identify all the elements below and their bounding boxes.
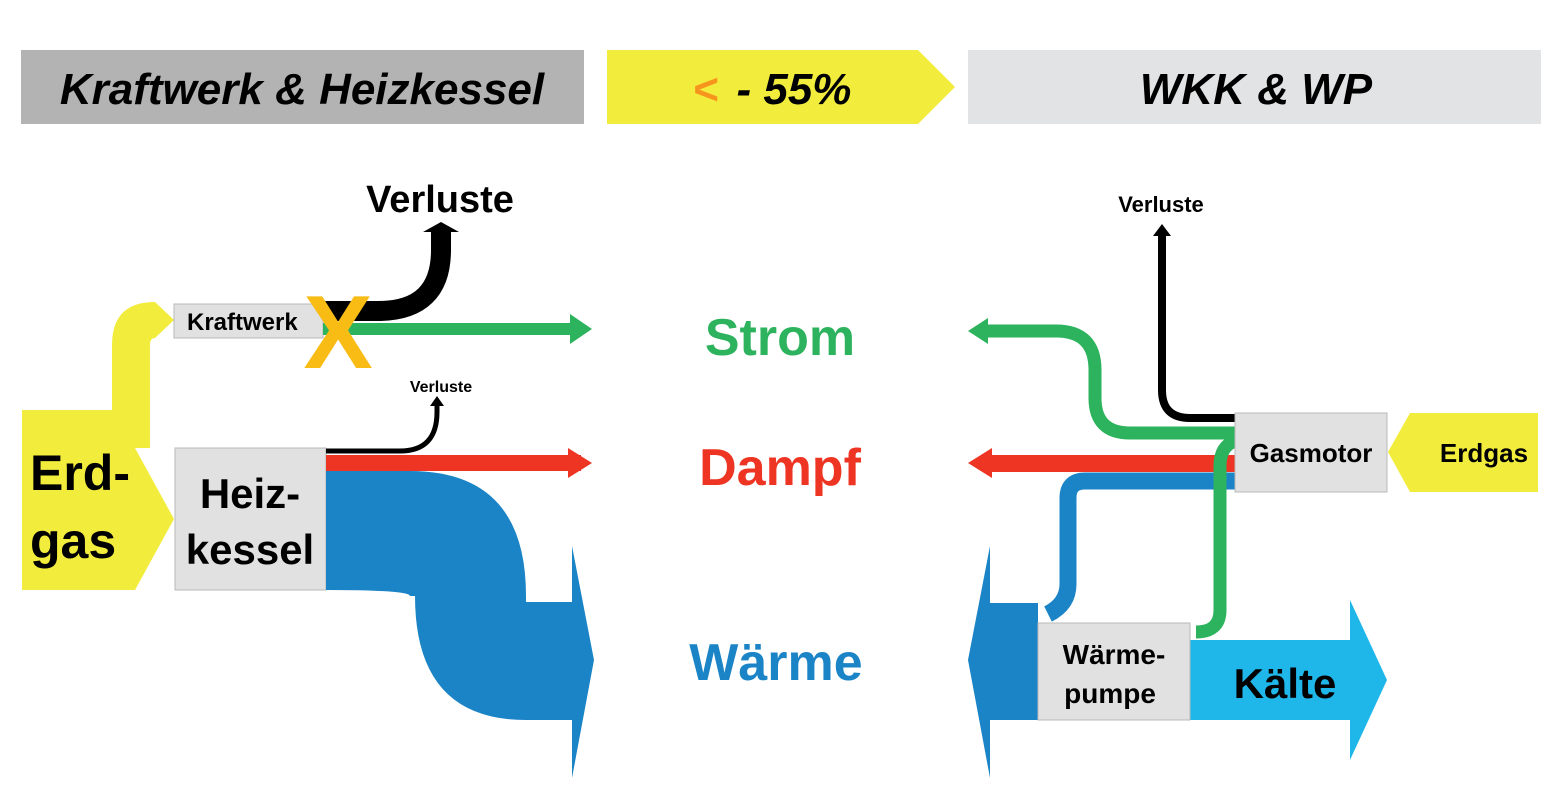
savings-symbol: <: [693, 65, 719, 114]
waermepumpe-line2: pumpe: [1064, 678, 1156, 709]
erdgas-right-input-arrow: [1388, 413, 1538, 492]
verluste-small-label: Verluste: [410, 379, 472, 396]
heizkessel-waerme-flow: [326, 471, 526, 596]
gasmotor-box: [1234, 412, 1388, 493]
erdgas-left-line1: Erd-: [30, 445, 130, 501]
header-savings-label: < - 55%: [693, 65, 852, 114]
header-savings-arrow: [607, 50, 955, 124]
kaelte-label: Kälte: [1234, 660, 1337, 707]
kraftwerk-x-mark: X: [303, 275, 372, 391]
heizkessel-box: [174, 447, 327, 591]
heizkessel-waerme-lower-curve: [415, 596, 526, 720]
gasmotor-strom-to-waermepumpe-flow: [1195, 434, 1238, 639]
right-diagram: Verluste Gasmotor Erdgas Kälte Wärme- pu…: [968, 192, 1538, 778]
waermepumpe-line1: Wärme-: [1063, 639, 1166, 670]
gasmotor-losses-flow: [1158, 235, 1235, 422]
header: Kraftwerk & Heizkessel < - 55% WKK & WP: [21, 50, 1541, 124]
strom-label: Strom: [705, 309, 855, 367]
kraftwerk-label: Kraftwerk: [187, 309, 298, 336]
heizkessel-losses-arrowhead: [430, 396, 444, 406]
gasmotor-strom-arrowhead: [968, 318, 988, 344]
kaelte-arrow: [1188, 600, 1387, 760]
center-labels: Strom Dampf Wärme: [689, 309, 862, 692]
heizkessel-line2: kessel: [186, 526, 314, 573]
waerme-label: Wärme: [689, 634, 862, 692]
gasmotor-label: Gasmotor: [1250, 438, 1373, 468]
kraftwerk-box: [173, 303, 324, 339]
header-left-box: [21, 50, 584, 124]
gasmotor-dampf-flow: [990, 455, 1235, 472]
gasmotor-dampf-arrowhead: [968, 448, 992, 478]
header-left-title: Kraftwerk & Heizkessel: [60, 65, 545, 114]
gasmotor-losses-arrowhead: [1153, 224, 1171, 236]
header-right-title: WKK & WP: [1140, 65, 1373, 114]
erdgas-left-line2: gas: [30, 513, 116, 569]
heizkessel-line1: Heiz-: [200, 470, 300, 517]
gas-pipe-to-kraftwerk: [22, 302, 174, 448]
erdgas-input-arrow: [22, 448, 174, 590]
gasmotor-waerme-flow: [1043, 472, 1235, 622]
kraftwerk-strom-flow: [323, 323, 583, 335]
left-diagram: Erd- gas Kraftwerk Verluste X Heiz- kess…: [22, 179, 594, 778]
heizkessel-losses-flow: [326, 405, 440, 454]
waermepumpe-box: [1037, 622, 1191, 721]
heizkessel-dampf-arrowhead: [568, 448, 592, 478]
heizkessel-waerme-arrowhead: [526, 546, 594, 778]
kraftwerk-losses-flow: [323, 230, 451, 321]
verluste-top-label: Verluste: [366, 179, 514, 221]
header-right-box: [968, 50, 1541, 124]
gasmotor-strom-flow: [985, 324, 1235, 440]
dampf-label: Dampf: [699, 439, 861, 497]
kraftwerk-losses-arrowhead: [423, 222, 459, 232]
savings-value: - 55%: [736, 65, 851, 114]
erdgas-right-label: Erdgas: [1440, 438, 1528, 468]
waermepumpe-waerme-arrowhead: [968, 546, 1038, 778]
heizkessel-dampf-flow: [326, 455, 581, 471]
kraftwerk-strom-arrowhead: [570, 314, 592, 344]
verluste-right-label: Verluste: [1118, 192, 1204, 217]
